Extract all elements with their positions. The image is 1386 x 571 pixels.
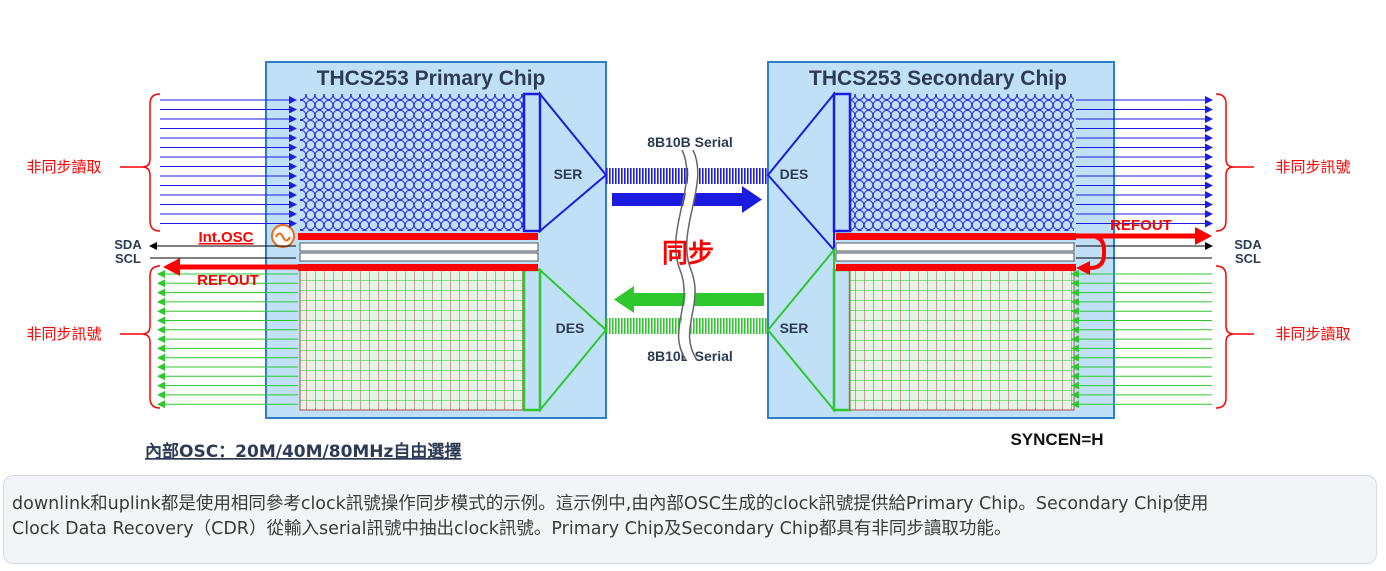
left-scl-label: SCL	[115, 251, 141, 266]
sync-diagram: THCS253 Primary Chip SER DES Int.OSC SDA…	[26, 61, 1351, 462]
left-refout-label: REFOUT	[197, 272, 259, 289]
left-async-read-lines	[160, 96, 297, 228]
description-box: downlink和uplink都是使用相同參考clock訊號操作同步模式的示例。…	[3, 475, 1377, 564]
right-top-group-label: 非同步訊號	[1275, 158, 1350, 176]
left-bottom-group-label: 非同步訊號	[26, 325, 101, 343]
right-async-signal-lines	[1076, 96, 1213, 228]
primary-register-array	[300, 94, 524, 231]
right-bottom-group-label: 非同步讀取	[1275, 325, 1350, 343]
secondary-des-label: DES	[780, 166, 809, 182]
serial-links: 8B10B Serial 8B10B Serial 同步	[606, 134, 768, 364]
secondary-chip-title: THCS253 Secondary Chip	[809, 67, 1067, 90]
description-line-2: Clock Data Recovery（CDR）從輸入serial訊號中抽出cl…	[12, 519, 1012, 539]
right-scl-label: SCL	[1235, 251, 1261, 266]
uplink-arrow	[614, 286, 634, 313]
top-serial-label: 8B10B Serial	[647, 134, 733, 150]
secondary-ser-label: SER	[780, 320, 809, 336]
right-async-read-lines	[1071, 270, 1212, 409]
sync-label: 同步	[662, 238, 714, 269]
primary-des-label: DES	[556, 320, 585, 336]
right-refout-label: REFOUT	[1110, 217, 1172, 234]
left-sda-label: SDA	[114, 237, 142, 252]
secondary-i2c-bus	[835, 233, 1076, 271]
primary-read-array	[299, 269, 525, 411]
left-top-group-label: 非同步讀取	[26, 158, 101, 176]
secondary-read-array	[849, 269, 1075, 411]
description-line-1: downlink和uplink都是使用相同參考clock訊號操作同步模式的示例。…	[12, 494, 1209, 514]
primary-ser-label: SER	[554, 166, 583, 182]
secondary-register-array	[850, 94, 1074, 231]
primary-chip: THCS253 Primary Chip SER DES Int.OSC	[199, 61, 608, 419]
secondary-chip: THCS253 Secondary Chip DES SER	[766, 61, 1115, 419]
right-sda-label: SDA	[1234, 237, 1262, 252]
syncen-label: SYNCEN=H	[1010, 430, 1103, 449]
primary-i2c-bus	[298, 233, 539, 271]
left-async-signal-lines	[157, 270, 298, 409]
int-osc-label: Int.OSC	[199, 229, 254, 246]
downlink-arrow	[742, 186, 762, 213]
osc-frequency-note: 內部OSC：20M/40M/80MHz自由選擇	[145, 441, 461, 462]
primary-chip-title: THCS253 Primary Chip	[317, 67, 546, 90]
